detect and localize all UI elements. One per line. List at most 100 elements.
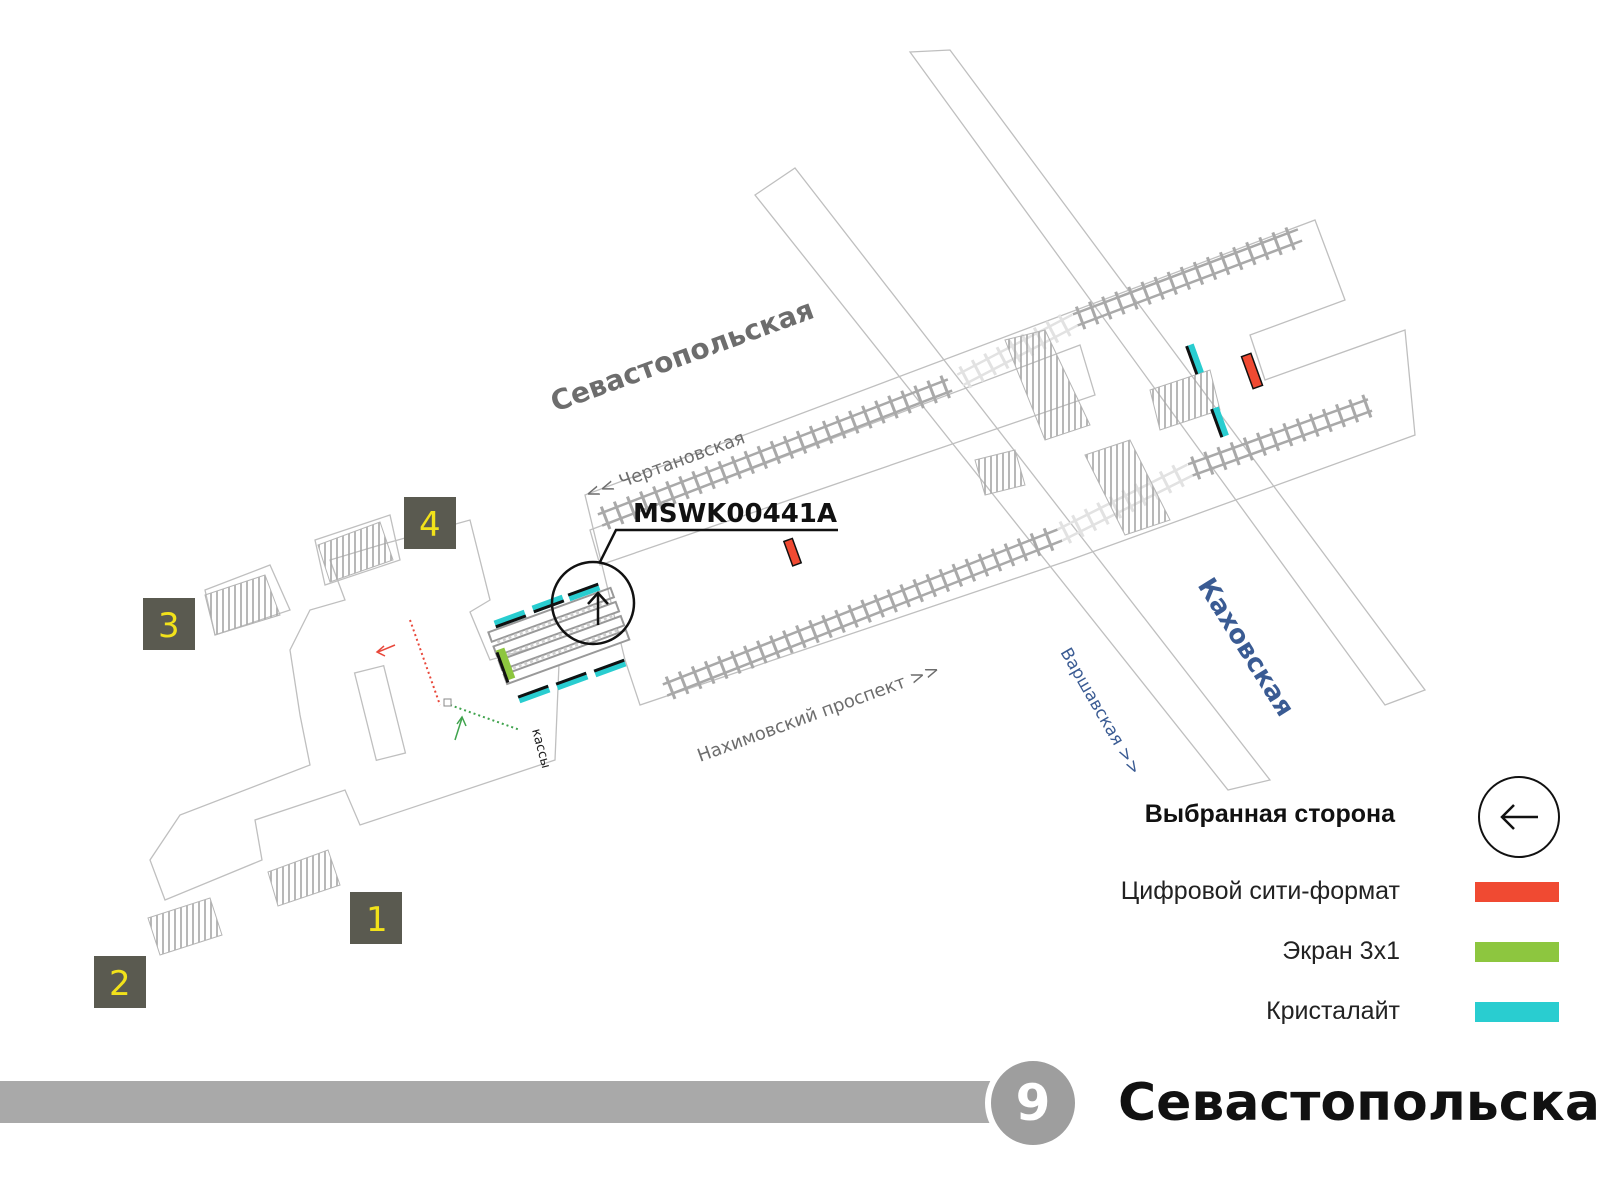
- rail-tie: [873, 594, 885, 618]
- rail-tie: [926, 380, 938, 404]
- rail-tie: [756, 640, 768, 664]
- rail-tie: [639, 490, 651, 515]
- rail-tie: [1229, 441, 1241, 466]
- screen-3x1-panel: [495, 647, 516, 683]
- rail-tie: [1045, 320, 1060, 344]
- station-title: Севастопольская: [1118, 1073, 1600, 1133]
- crystalight-panel: [555, 671, 589, 691]
- rail-tie: [1179, 266, 1192, 291]
- rail-tie: [1071, 514, 1085, 538]
- line-number-badge: 9: [985, 1055, 1081, 1151]
- rail-tie: [995, 346, 1010, 370]
- rail-tie: [912, 578, 924, 603]
- rail-tie: [899, 584, 911, 608]
- rail: [1072, 228, 1299, 316]
- rail-tie: [925, 573, 938, 598]
- digital-cityformat-panel: [1240, 352, 1264, 390]
- rail-tie: [1058, 520, 1073, 544]
- ticket-office-label: кассы: [528, 727, 553, 770]
- legend-swatch-screen-3x1: [1475, 942, 1559, 962]
- rail-tie: [1242, 437, 1254, 461]
- crystalight-panel: [517, 684, 551, 704]
- rail-tie: [717, 460, 729, 485]
- rail-tie: [938, 568, 951, 593]
- rail-tie: [848, 410, 860, 434]
- rail-tie: [860, 599, 872, 623]
- rail-tie: [769, 635, 781, 659]
- rail-tie: [886, 589, 898, 613]
- rail-tie: [1258, 236, 1270, 261]
- rail-tie: [1101, 296, 1113, 320]
- rail-tie: [1003, 543, 1016, 567]
- rail-tie: [1269, 427, 1281, 452]
- selected-placement-marker: MSWK00441A: [550, 499, 838, 646]
- rail-tie: [1282, 422, 1294, 447]
- crystalight-panel: [1185, 343, 1204, 375]
- placement-code: MSWK00441A: [633, 499, 837, 529]
- crystalight-panel: [593, 658, 627, 678]
- rail-tie: [1016, 538, 1029, 562]
- rail-tie: [1096, 502, 1110, 525]
- rail-tie: [1042, 527, 1055, 552]
- rail-tie: [1203, 451, 1215, 476]
- line-bar: [0, 1081, 1000, 1123]
- flow-arrows: [375, 619, 521, 741]
- rail-tie: [1348, 399, 1360, 423]
- rail-tie: [861, 405, 873, 429]
- rail-tie: [678, 475, 690, 500]
- exit-marker-2: 2: [94, 956, 146, 1008]
- rail-tie: [821, 614, 833, 639]
- rail-tie: [1192, 261, 1205, 286]
- rail-tie: [847, 604, 859, 628]
- rail-tie: [1361, 394, 1373, 418]
- rail-tie: [782, 630, 794, 654]
- rail-tie: [1255, 432, 1267, 456]
- digital-cityformat-panel: [782, 537, 803, 567]
- legend-selected-side-label: Выбранная сторона: [1144, 800, 1395, 828]
- crystalight-panel: [1210, 406, 1229, 438]
- rail-tie: [769, 440, 782, 465]
- crystalight-panel: [567, 582, 601, 602]
- rail-tie: [808, 619, 820, 644]
- platform-outlines: [149, 219, 1416, 901]
- rail-tie: [964, 558, 977, 582]
- rail-tie: [821, 420, 834, 444]
- legend-label-screen-3x1: Экран 3х1: [1282, 937, 1400, 965]
- rail-tie: [1190, 456, 1202, 480]
- rail-tie: [677, 670, 690, 695]
- rail-tie: [795, 430, 808, 455]
- rail-tie: [808, 425, 821, 449]
- svg-text:2: 2: [109, 964, 131, 1004]
- rail-tie: [1205, 256, 1218, 281]
- rail-tie: [1271, 231, 1283, 256]
- rail-tie: [1153, 276, 1165, 300]
- legend-swatch-crystalight: [1475, 1002, 1559, 1022]
- exit-marker-1: 1: [350, 892, 402, 944]
- rail-tie: [664, 676, 677, 700]
- rail-tie: [1074, 306, 1087, 330]
- street-varshavskaya: Варшавская >>: [1056, 645, 1145, 779]
- rail-tie: [703, 660, 716, 685]
- svg-text:1: 1: [366, 900, 388, 940]
- rail-tie: [626, 496, 638, 520]
- rail-tie: [1166, 271, 1178, 296]
- rail-tie: [913, 385, 925, 409]
- rail-tie: [1216, 446, 1228, 471]
- rail-tie: [665, 480, 677, 505]
- rail: [1076, 239, 1303, 327]
- rail-tie: [887, 395, 899, 419]
- rail-tie: [1057, 314, 1072, 337]
- rail-tie: [743, 645, 755, 669]
- rail-tie: [1158, 470, 1173, 494]
- rail-tie: [951, 563, 964, 588]
- selected-side-icon: [1478, 776, 1560, 858]
- legend-label-digital-cityformat: Цифровой сити-формат: [1120, 877, 1400, 905]
- rail-tie: [691, 470, 703, 495]
- crystalight-panel: [493, 609, 527, 629]
- kakhovskaya-tunnels: [754, 49, 1427, 791]
- rail-tie: [874, 400, 886, 424]
- svg-text:3: 3: [158, 606, 180, 646]
- rail-tie: [1232, 246, 1244, 271]
- rail-tie: [795, 624, 807, 649]
